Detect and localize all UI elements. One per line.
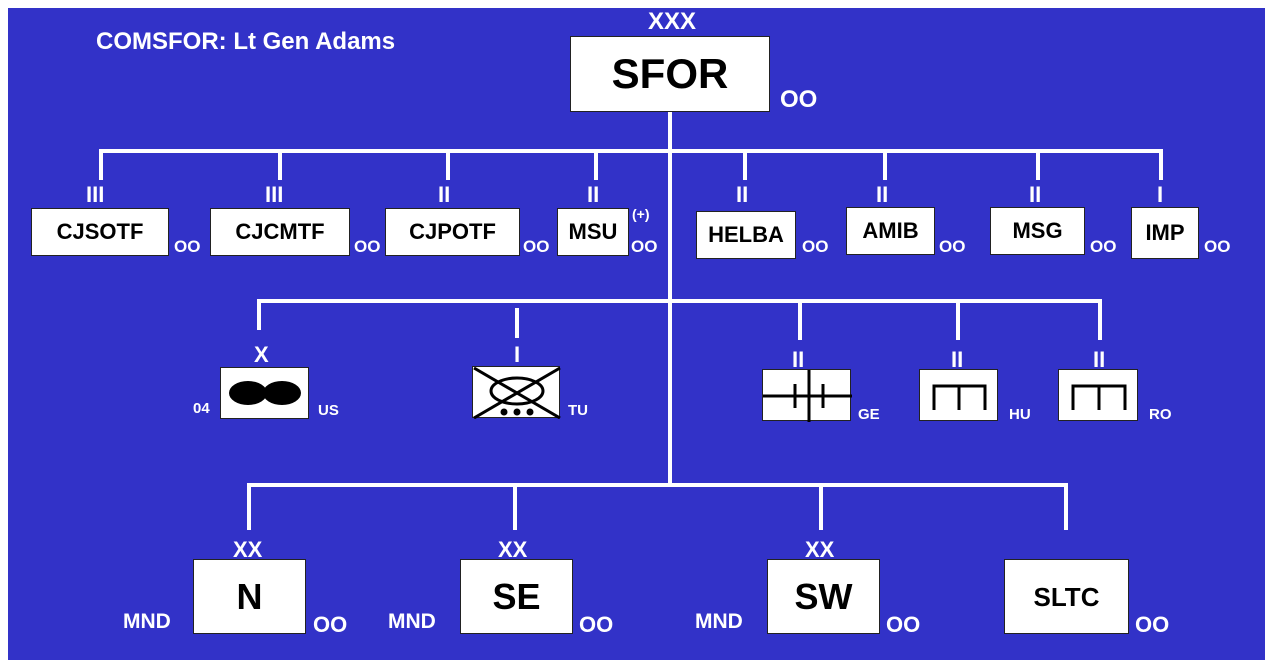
echelon-mark: XX <box>805 537 835 562</box>
unit-status: OO <box>802 237 829 256</box>
unit-nation: TU <box>568 402 588 419</box>
unit-nation: GE <box>858 406 880 423</box>
unit-label: MSG <box>1012 218 1063 243</box>
division-label: N <box>236 575 263 617</box>
unit-status: OO <box>523 237 550 256</box>
unit-status: OO <box>1204 237 1231 256</box>
org-chart: COMSFOR: Lt Gen Adams XXX SFOR OO III II… <box>8 8 1265 660</box>
echelon-mark: II <box>438 182 451 207</box>
armored-engineer-icon <box>473 367 561 419</box>
unit-label: IMP <box>1145 220 1185 245</box>
division-box-sltc[interactable]: SLTC <box>1004 559 1129 634</box>
unit-box-armor[interactable] <box>220 367 309 419</box>
echelon-mark: II <box>587 182 600 207</box>
engineer-icon <box>932 384 987 410</box>
unit-modifier: (+) <box>632 206 650 222</box>
echelon-mark: II <box>951 347 964 372</box>
unit-box-msu[interactable]: MSU <box>557 208 629 256</box>
armor-icon <box>229 381 301 405</box>
unit-nation: US <box>318 402 339 419</box>
connector-lines <box>99 109 1163 530</box>
unit-box-engineer-ro[interactable] <box>1058 369 1138 421</box>
unit-label: CJCMTF <box>235 219 325 244</box>
echelon-mark: XX <box>233 537 263 562</box>
unit-status: OO <box>1090 237 1117 256</box>
unit-label: HELBA <box>708 222 784 247</box>
echelon-mark: III <box>86 182 105 207</box>
division-box-sw[interactable]: SW <box>767 559 880 634</box>
unit-nation: HU <box>1009 406 1031 423</box>
echelon-mark: II <box>792 347 805 372</box>
division-status: OO <box>579 612 614 637</box>
unit-label: MSU <box>568 219 618 244</box>
echelon-mark: II <box>1093 347 1106 372</box>
echelon-mark: XX <box>498 537 528 562</box>
unit-box-engineer-ge[interactable] <box>762 369 852 422</box>
echelon-mark: I <box>1157 182 1164 207</box>
hq-echelon: XXX <box>648 8 697 35</box>
unit-box-cjpotf[interactable]: CJPOTF <box>385 208 520 256</box>
division-box-se[interactable]: SE <box>460 559 573 634</box>
unit-box-cjsotf[interactable]: CJSOTF <box>31 208 169 256</box>
division-label: SE <box>492 575 541 617</box>
division-status: OO <box>313 612 348 637</box>
hq-box-sfor[interactable]: SFOR <box>570 36 770 112</box>
unit-status: OO <box>939 237 966 256</box>
unit-box-amib[interactable]: AMIB <box>846 207 935 255</box>
unit-box-helba[interactable]: HELBA <box>696 211 796 259</box>
echelon-mark: X <box>254 342 269 367</box>
division-box-n[interactable]: N <box>193 559 306 634</box>
unit-label: CJSOTF <box>56 219 144 244</box>
unit-label: AMIB <box>862 218 919 243</box>
unit-status: OO <box>631 237 658 256</box>
division-label: SW <box>794 575 853 617</box>
unit-prefix: 04 <box>193 400 210 417</box>
unit-nation: RO <box>1149 406 1172 423</box>
unit-box-armored-engineer[interactable] <box>472 366 561 419</box>
hq-label: SFOR <box>611 50 729 97</box>
echelon-mark: III <box>265 182 284 207</box>
unit-label: CJPOTF <box>409 219 496 244</box>
hq-status: OO <box>780 86 818 113</box>
division-status: OO <box>886 612 921 637</box>
division-prefix: MND <box>123 610 171 633</box>
echelon-mark: II <box>876 182 889 207</box>
commander-label: COMSFOR: Lt Gen Adams <box>96 28 396 55</box>
division-label: SLTC <box>1033 581 1100 612</box>
unit-box-imp[interactable]: IMP <box>1131 207 1199 259</box>
division-prefix: MND <box>695 610 743 633</box>
unit-status: OO <box>174 237 201 256</box>
unit-status: OO <box>354 237 381 256</box>
unit-box-msg[interactable]: MSG <box>990 207 1085 255</box>
echelon-mark: II <box>1029 182 1042 207</box>
engineer-icon <box>1071 384 1127 410</box>
engineer-icon <box>763 370 852 422</box>
division-status: OO <box>1135 612 1170 637</box>
unit-box-engineer-hu[interactable] <box>919 369 998 421</box>
unit-box-cjcmtf[interactable]: CJCMTF <box>210 208 350 256</box>
division-prefix: MND <box>388 610 436 633</box>
echelon-mark: II <box>736 182 749 207</box>
echelon-mark: I <box>514 342 521 367</box>
